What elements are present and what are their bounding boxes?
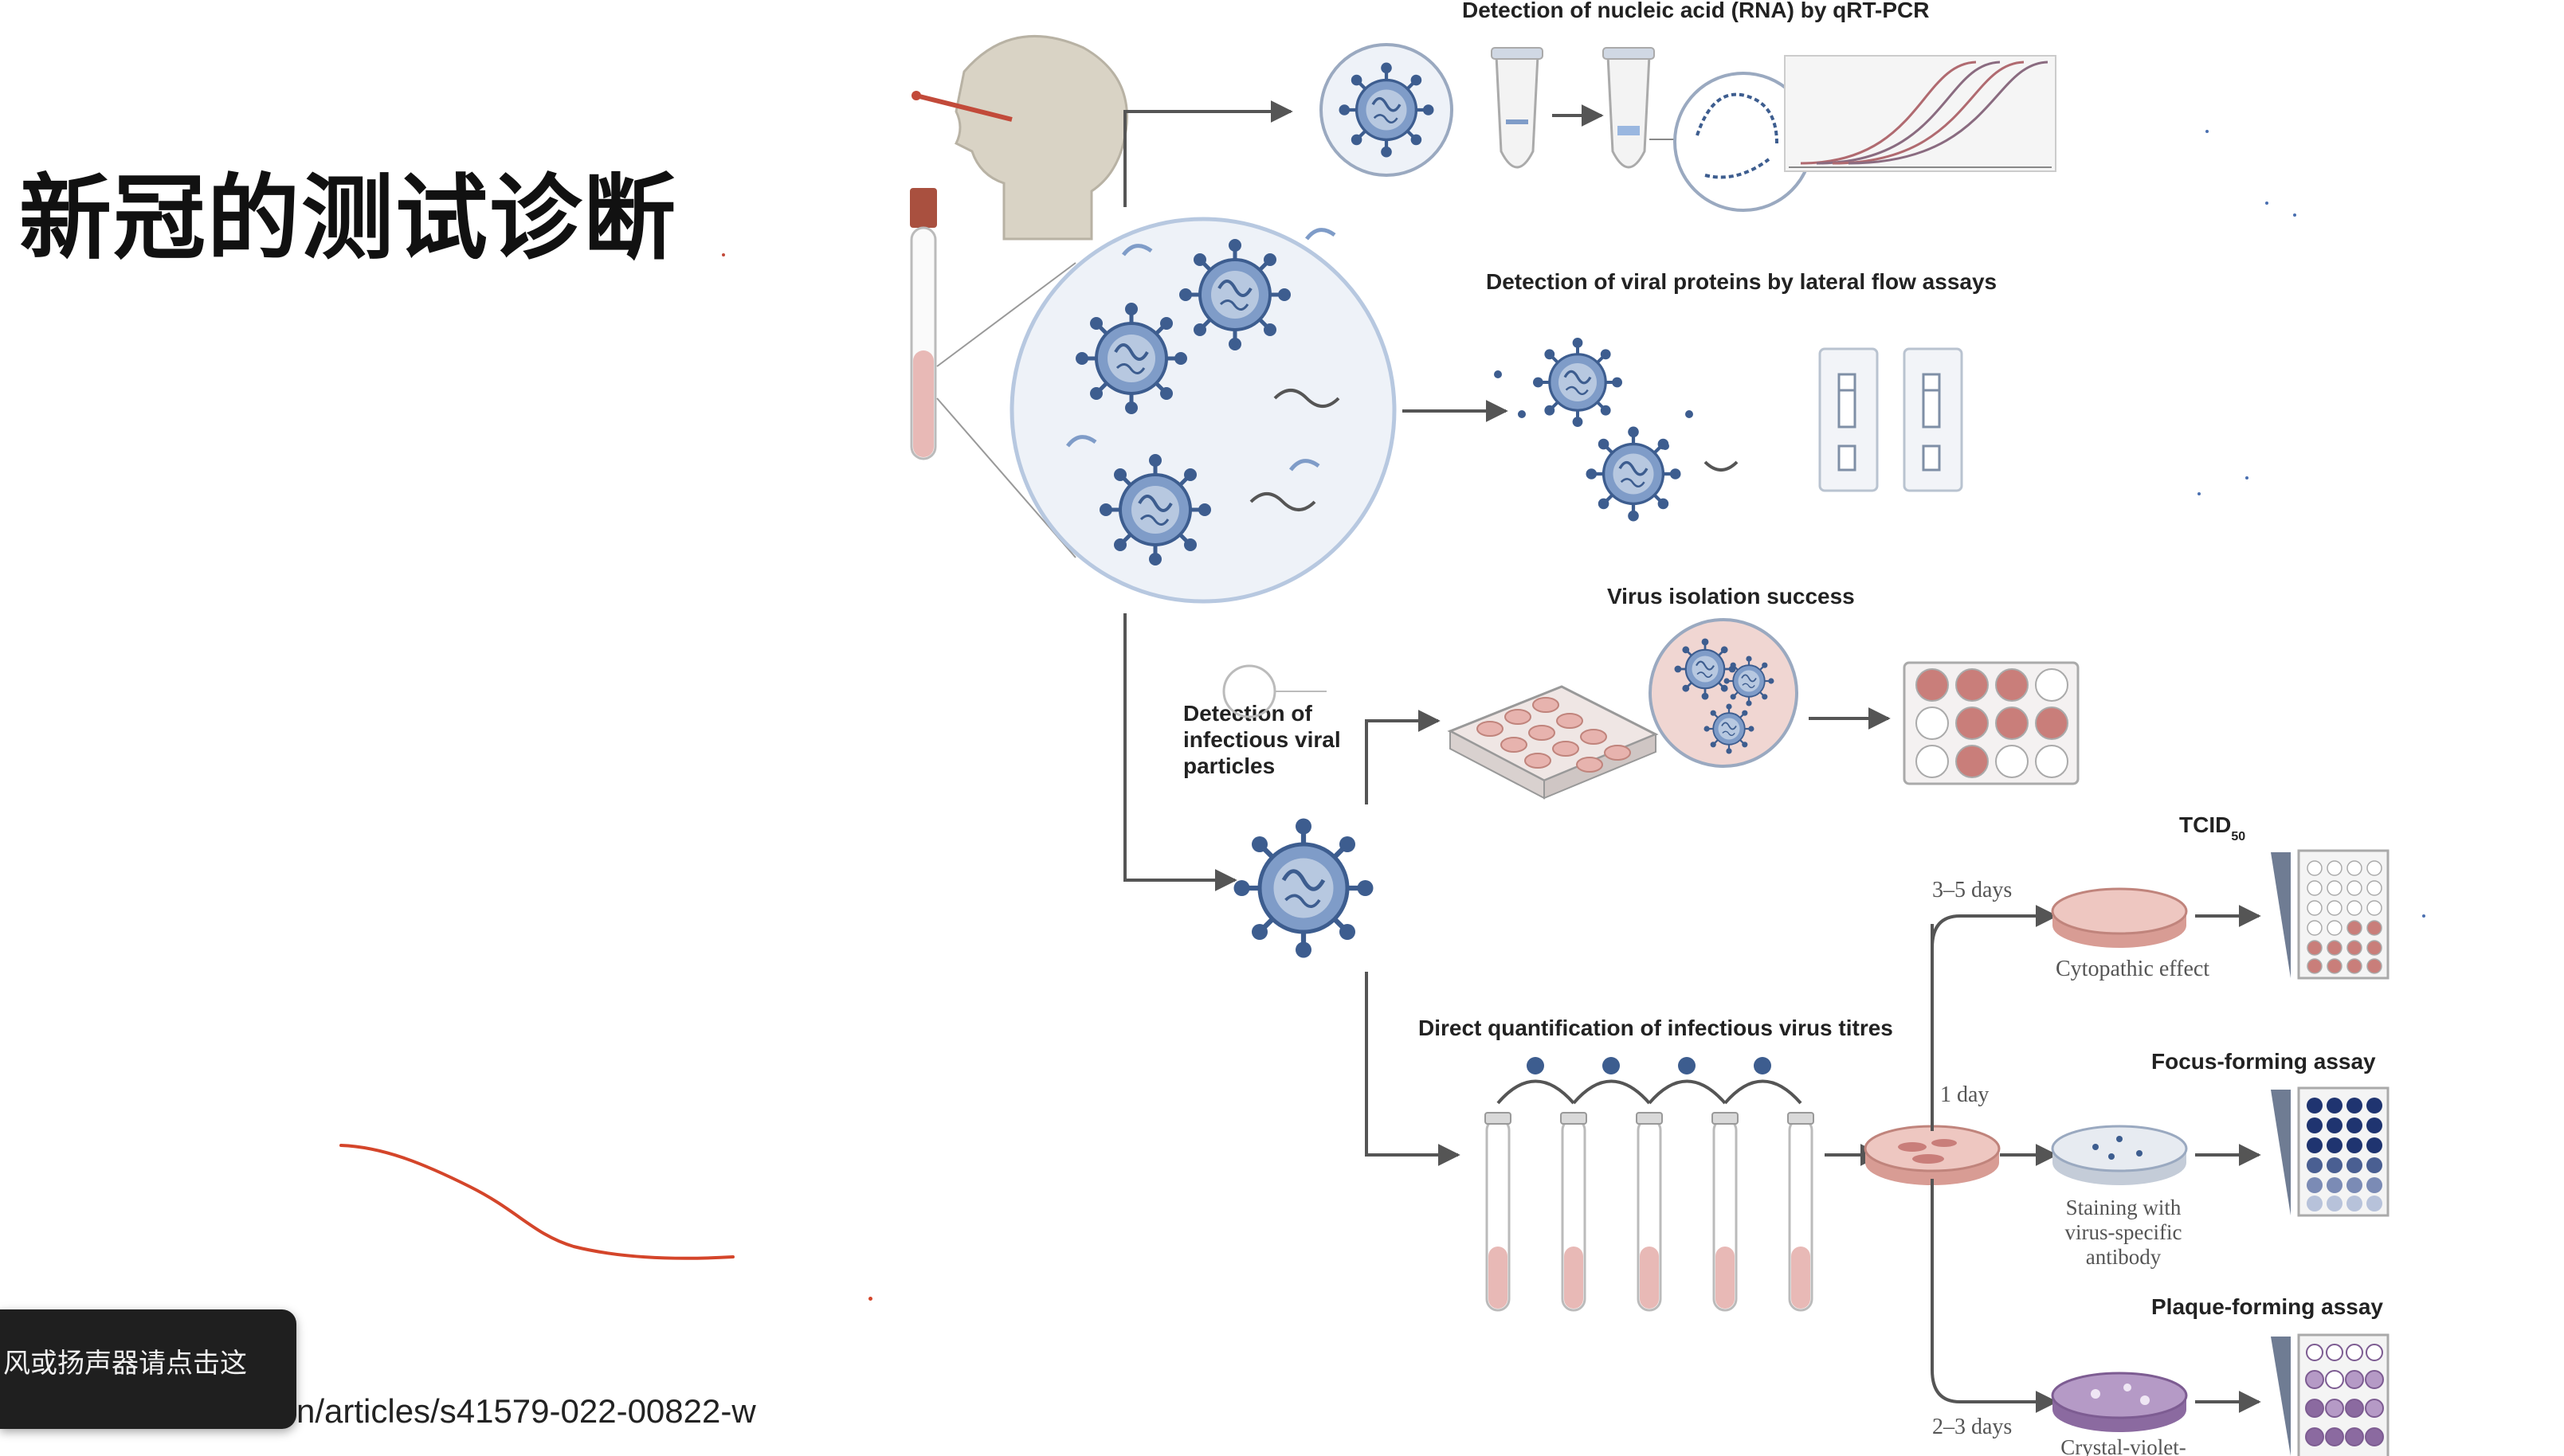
red-dot-mark (868, 1297, 872, 1301)
days-3-5-label: 3–5 days (1932, 878, 2012, 902)
head-swab-illustration (912, 34, 1128, 241)
focus-dish (2051, 1125, 2188, 1185)
source-url[interactable]: n/articles/s41579-022-00822-w (296, 1392, 756, 1430)
section-protein-title: Detection of viral proteins by lateral f… (1486, 269, 1997, 294)
rna-strands-circle (1673, 72, 1813, 212)
sample-magnified-circle (1010, 217, 1397, 604)
plaque-title: Plaque-forming assay (2151, 1294, 2383, 1319)
plaque-well-plate (2297, 1333, 2390, 1456)
staining-line2: virus-specific (2065, 1220, 2182, 1244)
isolated-virus-circle (1649, 618, 1798, 768)
days-1-label: 1 day (1940, 1082, 1989, 1107)
crystal-violet-label: Crystal-violet- (2060, 1435, 2186, 1456)
days-2-3-label: 2–3 days (1932, 1415, 2012, 1439)
red-pen-annotation (339, 1144, 735, 1260)
infectious-virus-particle (1234, 819, 1374, 958)
focus-well-plate (2297, 1086, 2390, 1217)
toast-text: 风或扬声器请点击这 (3, 1348, 247, 1380)
isolation-well-plate (1903, 661, 2080, 785)
cytopathic-dish (2051, 887, 2188, 949)
tcid-well-plate (2297, 849, 2390, 980)
focus-title: Focus-forming assay (2151, 1049, 2376, 1074)
section-infectious-line2: infectious viral (1183, 727, 1341, 752)
pcr-tube-1 (1491, 47, 1543, 169)
covid-diagnostics-figure: Detection of nucleic acid (RNA) by qRT-P… (861, 0, 2564, 1456)
lateral-flow-cassette-1 (1818, 347, 1879, 492)
section-isolation-title: Virus isolation success (1607, 584, 1855, 609)
qpcr-amplification-plot (1784, 55, 2056, 172)
lateral-flow-viruses (1494, 338, 1739, 522)
slide-title: 新冠的测试诊断 (19, 165, 677, 272)
section-titres-title: Direct quantification of infectious viru… (1418, 1016, 1893, 1040)
section-rna-title: Detection of nucleic acid (RNA) by qRT-P… (1462, 0, 1930, 22)
audio-permission-toast[interactable]: 风或扬声器请点击这 (0, 1309, 296, 1429)
tcid-label: TCID50 (2179, 812, 2245, 843)
staining-line3: antibody (2086, 1245, 2162, 1269)
pcr-tube-2 (1602, 47, 1655, 169)
sample-tube (910, 188, 937, 460)
section-infectious-line1: Detection of (1183, 701, 1312, 726)
infection-dish (1864, 1125, 2001, 1187)
rna-virus-circle (1319, 43, 1453, 177)
culture-plate (1447, 685, 1659, 800)
plaque-dish (2051, 1372, 2188, 1432)
section-infectious-line3: particles (1183, 753, 1275, 778)
speck-dot (722, 253, 725, 256)
lateral-flow-cassette-2 (1903, 347, 1963, 492)
cytopathic-label: Cytopathic effect (2056, 957, 2209, 981)
staining-line1: Staining with (2066, 1196, 2182, 1219)
dilution-series-tubes (1484, 1057, 1815, 1312)
